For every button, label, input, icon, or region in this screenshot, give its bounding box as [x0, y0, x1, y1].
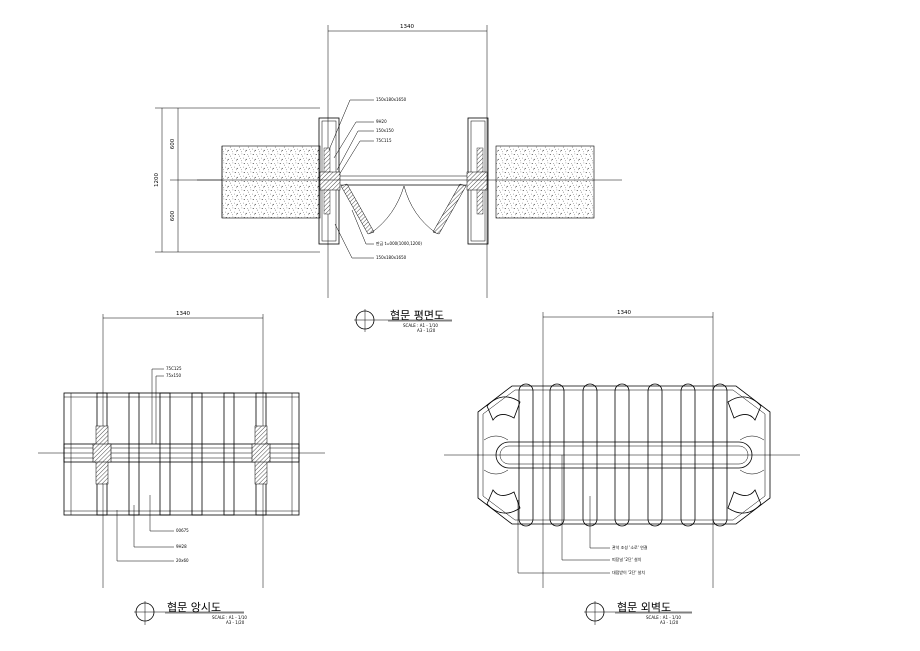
elev-scale-1: SCALE : A1 - 1/10 — [212, 615, 247, 620]
plan-leader-4 — [338, 140, 374, 176]
plan-door-swing-left — [370, 185, 405, 234]
back-title: 협문 외벽도 — [617, 601, 671, 614]
elev-rail — [63, 443, 300, 463]
plan-label-4: 75C115 — [376, 138, 392, 143]
back-scale-2: A3 - 1/20 — [660, 620, 679, 625]
back-dim-width-text: 1340 — [617, 310, 631, 316]
plan-scale-2: A3 - 1/20 — [417, 328, 436, 333]
plan-label-3: 150x150 — [376, 128, 394, 133]
elev-joint-right — [251, 443, 271, 463]
plan-right-tenon — [466, 171, 488, 191]
back-leader-3 — [517, 500, 610, 574]
plan-label-6: 150x180x1650 — [376, 255, 407, 260]
plan-left-tenon — [319, 171, 341, 191]
elev-label-3: 00675 — [176, 528, 189, 533]
back-slat — [712, 383, 728, 527]
elev-title: 협문 앙시도 — [167, 601, 221, 614]
elev-slat — [191, 392, 203, 516]
back-slat — [549, 383, 565, 527]
plan-leader-5 — [351, 209, 374, 245]
back-slat — [518, 383, 534, 527]
back-label-2: 띠장널 '2단' 설치 — [612, 556, 642, 562]
back-rail — [495, 441, 753, 469]
plan-door-swing-right — [403, 185, 437, 234]
elev-joint-left — [92, 443, 112, 463]
back-label-1: 관석 조성 '소로' 연결 — [612, 544, 648, 550]
plan-leader-1 — [328, 99, 374, 151]
plan-door-leaf-left — [340, 183, 375, 235]
plan-dim-width-text: 1340 — [400, 24, 414, 30]
back-slat — [614, 383, 630, 527]
back-corner-brackets — [483, 396, 765, 514]
elev-leader-2 — [155, 375, 164, 444]
back-slat — [647, 383, 663, 527]
elev-leader-4 — [133, 505, 174, 548]
elev-leader-1 — [151, 368, 164, 444]
plan-label-5: 판금 t=000(1000,1200) — [376, 240, 422, 246]
back-leader-2 — [561, 455, 610, 561]
elev-dim-width-text: 1340 — [176, 311, 190, 317]
elev-leader-5 — [116, 510, 174, 562]
back-outer-frame — [477, 385, 771, 525]
back-leader-1 — [589, 496, 610, 549]
plan-dim-lower-text: 600 — [170, 210, 176, 221]
back-bracket — [727, 396, 762, 421]
plan-dim-upper-text: 600 — [170, 138, 176, 149]
elev-slat — [128, 392, 140, 516]
back-view: 1340 관석 조성 '소로 — [444, 310, 800, 625]
plan-leader-3 — [336, 130, 374, 171]
back-scale-1: SCALE : A1 - 1/10 — [646, 615, 681, 620]
elev-slat — [159, 392, 171, 516]
plan-dim-height-text: 1200 — [154, 173, 160, 187]
plan-label-2: 9H20 — [376, 119, 387, 124]
elev-label-5: 20x60 — [176, 558, 189, 563]
plan-door-leaf-right — [432, 183, 467, 235]
back-bracket-inner-left — [483, 435, 509, 475]
back-slat — [680, 383, 696, 527]
elev-scale-2: A3 - 1/20 — [226, 620, 245, 625]
elev-slats — [96, 392, 267, 516]
back-label-3: 대접받이 '2단' 설치 — [612, 569, 645, 575]
back-bracket — [727, 489, 762, 514]
plan-title: 협문 평면도 — [390, 309, 444, 322]
plan-left-wall — [221, 145, 321, 219]
plan-view: 1340 1200 600 600 — [154, 24, 622, 333]
plan-leader-6 — [334, 223, 374, 259]
back-bracket — [486, 489, 521, 514]
plan-leader-2 — [333, 121, 374, 159]
plan-scale-1: SCALE : A1 - 1/10 — [403, 323, 438, 328]
back-outer-frame-inner — [482, 389, 766, 521]
elev-leader-3 — [149, 495, 174, 532]
back-bracket-inner-right — [739, 435, 765, 475]
elev-label-2: 75x150 — [166, 373, 182, 378]
elev-label-1: 75C125 — [166, 366, 182, 371]
elev-slat — [223, 392, 235, 516]
elevation-view: 1340 75C125 75x150 — [38, 311, 325, 625]
plan-right-wall — [495, 145, 595, 219]
elev-label-4: 9H28 — [176, 544, 187, 549]
plan-label-1: 150x180x1650 — [376, 97, 407, 102]
back-rail-inner — [499, 445, 749, 465]
back-bracket — [486, 396, 521, 421]
